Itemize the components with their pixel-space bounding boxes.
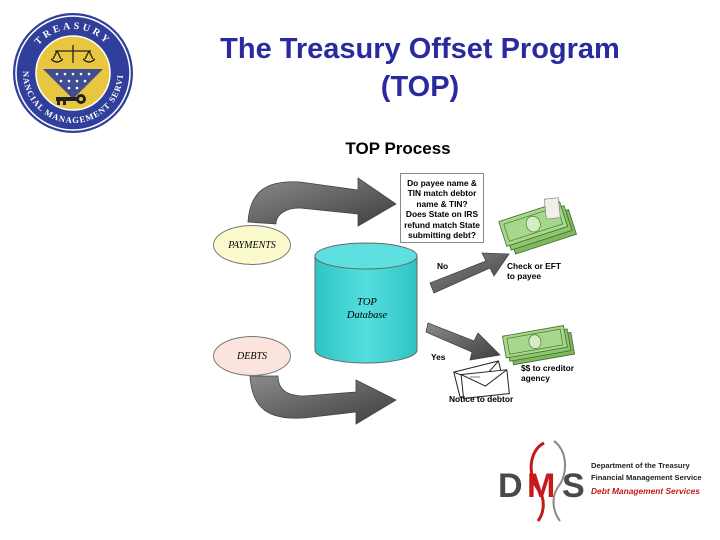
debts-label: DEBTS <box>237 350 267 362</box>
check-label-line-1: Check or EFT <box>507 261 561 271</box>
yes-arrow <box>425 322 501 361</box>
payments-label: PAYMENTS <box>228 239 276 251</box>
treasury-seal-icon: TREASURY FINANCIAL MANAGEMENT SERVICE <box>11 11 133 133</box>
creditor-agency-label: $$ to creditor agency <box>521 363 601 383</box>
payments-oval: PAYMENTS <box>213 225 291 265</box>
check-to-payee-label: Check or EFT to payee <box>507 261 587 281</box>
money-stack-icon <box>501 325 576 366</box>
yes-label: Yes <box>431 352 446 362</box>
match-question-box: Do payee name & TIN match debtor name & … <box>400 173 484 243</box>
dms-line-1: Department of the Treasury <box>591 461 690 470</box>
slide-title: The Treasury Offset Program (TOP) <box>175 30 665 106</box>
debts-flow-arrow <box>249 375 397 425</box>
question-line: TIN match debtor <box>407 188 477 199</box>
dms-letter-s: S <box>562 467 585 505</box>
database-label-line-2: Database <box>346 310 388 321</box>
question-line: Do payee name & <box>407 178 477 188</box>
dms-letter-d: D <box>498 467 523 505</box>
title-line-1: The Treasury Offset Program <box>220 33 620 65</box>
database-label: TOP Database <box>322 296 412 322</box>
money-stack-icon <box>498 197 577 255</box>
question-line: refund match State <box>404 219 480 230</box>
title-line-2: (TOP) <box>380 71 460 103</box>
question-line: Does State on IRS <box>405 209 479 220</box>
dms-logo-icon: D M S <box>498 437 703 525</box>
no-arrow <box>429 252 510 294</box>
payments-flow-arrow <box>247 177 397 227</box>
check-label-line-2: to payee <box>507 271 541 281</box>
process-heading: TOP Process <box>345 139 451 158</box>
database-label-line-1: TOP <box>357 297 377 308</box>
question-line: name & TIN? <box>416 198 468 209</box>
question-line: submitting debt? <box>408 230 476 241</box>
creditor-label-line-1: $$ to creditor <box>521 363 575 373</box>
dms-line-2: Financial Management Service <box>591 473 702 482</box>
dms-letter-m: M <box>527 467 555 505</box>
envelope-icon <box>453 360 510 399</box>
creditor-label-line-2: agency <box>521 373 550 383</box>
notice-to-debtor-label: Notice to debtor <box>449 394 514 404</box>
dms-line-3: Debt Management Services <box>591 486 700 496</box>
top-database-icon <box>314 242 418 364</box>
no-label: No <box>437 261 449 271</box>
debts-oval: DEBTS <box>213 336 291 376</box>
